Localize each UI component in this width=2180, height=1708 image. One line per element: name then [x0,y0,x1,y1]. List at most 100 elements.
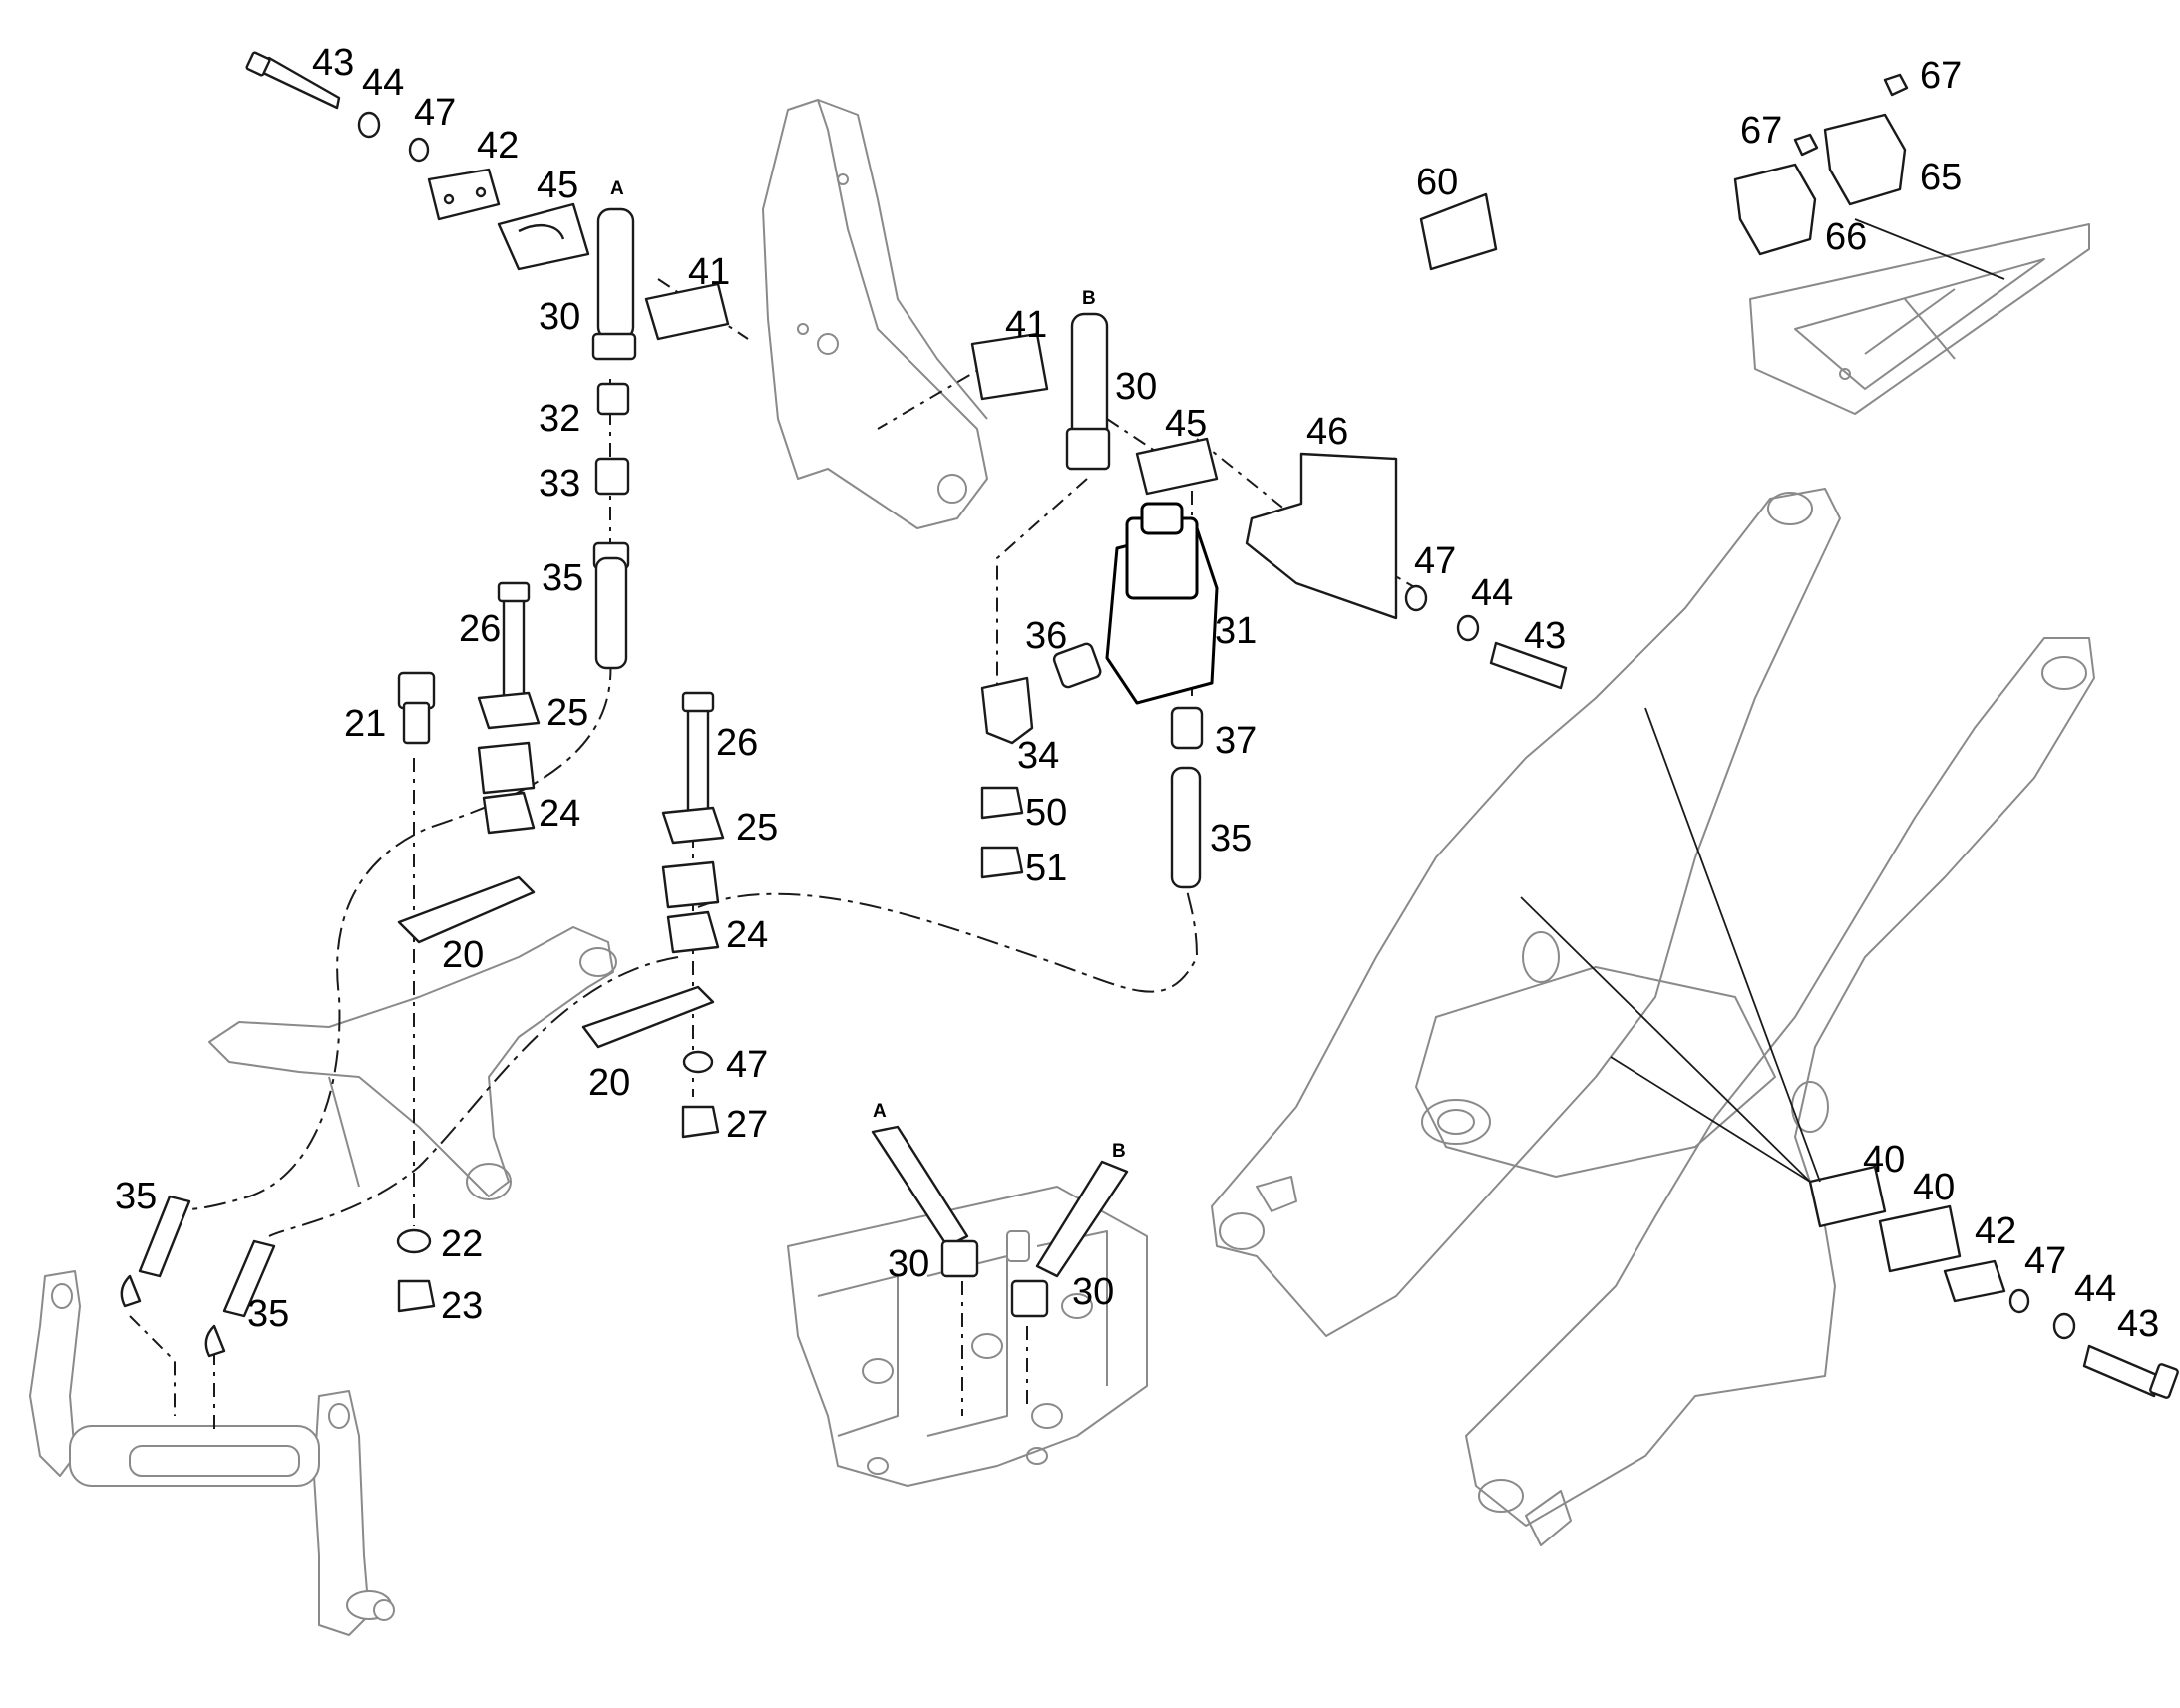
tilt-lever-frame [208,926,617,1200]
clamp-24-right [661,860,720,954]
callout-47: 47 [2024,1240,2066,1282]
callout-43: 43 [2117,1303,2159,1345]
washer-44-mid [1456,614,1480,642]
callout-43: 43 [312,42,354,84]
callout-67: 67 [1740,110,1782,152]
callout-67: 67 [1920,55,1962,97]
callout-35: 35 [115,1176,157,1217]
callout-44: 44 [2074,1268,2116,1310]
bolt-43-lower [2082,1344,2179,1399]
callout-47: 47 [726,1044,768,1086]
nut-27 [681,1105,720,1139]
boom-bracket-frame [762,99,988,529]
callout-46: 46 [1306,411,1348,453]
callout-60: 60 [1416,162,1458,203]
plate-42-lower [1943,1259,2006,1303]
callout-40: 40 [1863,1139,1905,1181]
callout-37: 37 [1215,720,1257,762]
solenoid-valve-31 [1105,502,1219,705]
hose-35-lower-mid [204,1239,276,1358]
nut-51 [980,846,1024,879]
switch-panel-plate [1749,223,2090,415]
callout-32: 32 [539,398,580,440]
callout-31: 31 [1215,610,1257,652]
callout-27: 27 [726,1104,768,1146]
callout-20: 20 [588,1062,630,1104]
callout-25: 25 [736,807,778,849]
bolt-43-mid [1489,641,1568,690]
bolt-26-left [497,581,531,715]
callout-47: 47 [414,92,456,134]
clamp-24-left [477,741,536,835]
hose-35-right [1170,766,1202,889]
bolt-21 [397,671,436,745]
callout-24: 24 [726,914,768,956]
callout-51: 51 [1025,848,1067,889]
washer-44-lower-right [2052,1312,2076,1340]
bolt-26-right [681,691,715,825]
leader-lines [1520,218,2005,1183]
switch-66 [1733,163,1817,256]
callout-41: 41 [1005,304,1047,346]
tilt-cylinder-frame [29,1270,395,1636]
tee-34 [980,676,1034,745]
washer-22 [396,1228,432,1254]
callout-45: 45 [1165,403,1207,445]
hose-30-b-mid [1065,312,1111,471]
callout-26: 26 [459,608,501,650]
callout-35: 35 [247,1293,289,1335]
callout-42: 42 [477,125,519,167]
callout-50: 50 [1025,792,1067,834]
hose-30-a-lower [871,1125,979,1278]
washer-47-lower-right [2008,1288,2030,1314]
callout-36: 36 [1025,615,1067,657]
bracket-20-left [397,875,536,944]
block-60 [1419,192,1498,271]
switch-65 [1823,113,1907,206]
cap-67-right [1883,73,1909,97]
washer-47-mid [1404,584,1428,612]
washer-44-top [357,111,381,139]
callout-66: 66 [1825,216,1867,258]
callout-44: 44 [1471,572,1513,614]
bracket-20-right [581,985,715,1049]
fitting-37 [1170,706,1204,750]
hose-35-lower-left [120,1195,191,1308]
callout-41: 41 [688,251,730,293]
bolt-43-top [245,51,341,110]
cap-67-left [1793,133,1819,157]
callout-30: 30 [539,296,580,338]
callout-33: 33 [539,463,580,505]
clamp-45-mid [1135,437,1219,496]
callout-45: 45 [537,165,578,206]
port-label-b-mid: B [1082,288,1096,309]
callout-21: 21 [344,703,386,745]
clamp-40-lower [1878,1204,1962,1273]
clamp-45-top [497,202,590,271]
hose-30-b-lower [1010,1160,1129,1318]
callout-35: 35 [1210,818,1252,859]
callout-26: 26 [716,722,758,764]
clamp-40-upper [1808,1165,1887,1228]
callout-44: 44 [362,62,404,104]
bracket-46 [1245,452,1398,620]
callout-47: 47 [1414,540,1456,582]
port-label-a-lower: A [873,1101,887,1122]
callout-65: 65 [1920,157,1962,198]
clamp-41-mid [970,332,1049,401]
port-label-a-top: A [610,178,624,199]
callout-numbers: 43 44 47 42 45 30 41 32 33 35 26 25 21 2… [115,42,2159,1345]
plate-25-left [477,691,541,730]
loader-arm-frame [1211,488,2095,1546]
callout-30: 30 [888,1243,929,1285]
callout-25: 25 [546,692,588,734]
plate-42-top [427,168,501,221]
callout-42: 42 [1975,1210,2016,1252]
callout-22: 22 [441,1223,483,1265]
hose-30-a-top [591,207,637,670]
washer-47-top [408,137,430,163]
plug-50 [980,786,1024,820]
callout-30: 30 [1072,1271,1114,1313]
callout-43: 43 [1524,615,1566,657]
